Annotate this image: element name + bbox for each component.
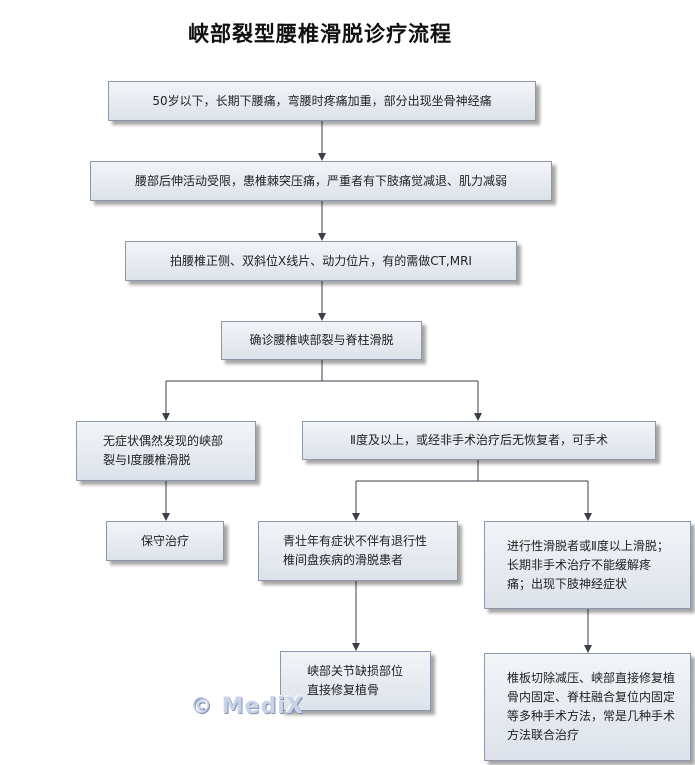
node-symptoms: 50岁以下，长期下腰痛，弯腰时疼痛加重，部分出现坐骨神经痛 xyxy=(108,81,536,121)
page-title: 峡部裂型腰椎滑脱诊疗流程 xyxy=(188,22,452,46)
node-surgical-methods: 椎板切除减压、峡部直接修复植骨内固定、脊柱融合复位内固定等多种手术方法，常是几种… xyxy=(484,653,691,761)
node-young-patients: 青壮年有症状不伴有退行性椎间盘疾病的滑脱患者 xyxy=(258,521,458,581)
node-asymptomatic: 无症状偶然发现的峡部裂与Ⅰ度腰椎滑脱 xyxy=(76,421,256,481)
node-signs: 腰部后伸活动受限，患椎棘突压痛，严重者有下肢痛觉减退、肌力减弱 xyxy=(90,161,552,201)
watermark: © MediX xyxy=(190,694,304,719)
node-imaging: 拍腰椎正侧、双斜位X线片、动力位片，有的需做CT,MRI xyxy=(125,241,517,281)
node-progressive: 进行性滑脱者或Ⅱ度以上滑脱；长期非手术治疗不能缓解疼痛；出现下肢神经症状 xyxy=(484,521,691,609)
node-direct-repair: 峡部关节缺损部位直接修复植骨 xyxy=(280,651,431,711)
node-diagnosis: 确诊腰椎峡部裂与脊柱滑脱 xyxy=(221,321,422,360)
node-surgery-indication: Ⅱ度及以上，或经非手术治疗后无恢复者，可手术 xyxy=(302,421,656,460)
node-conservative: 保守治疗 xyxy=(106,521,224,561)
